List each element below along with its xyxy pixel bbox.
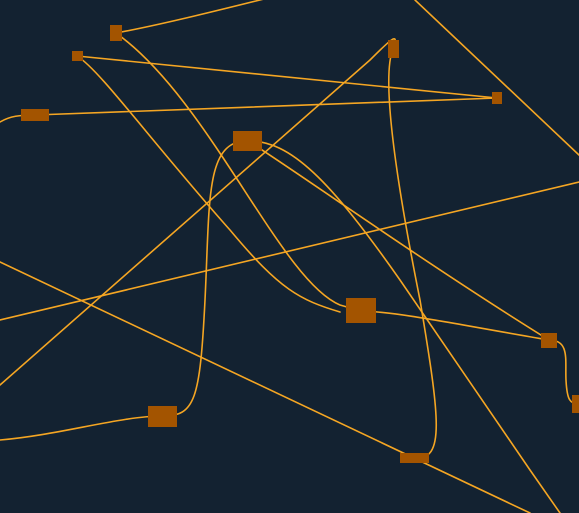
graph-edge[interactable] [0, 415, 164, 441]
graph-node[interactable] [233, 131, 262, 151]
graph-edge[interactable] [414, 0, 579, 156]
graph-node[interactable] [572, 395, 579, 413]
graph-node[interactable] [21, 109, 49, 121]
graph-edge[interactable] [0, 261, 531, 513]
graph-node[interactable] [388, 40, 399, 58]
graph-edge[interactable] [247, 140, 550, 341]
graph-node[interactable] [400, 453, 429, 463]
graph-node[interactable] [72, 51, 83, 61]
graph-node[interactable] [541, 333, 557, 348]
graph-node[interactable] [492, 92, 502, 104]
graph-edge[interactable] [76, 55, 341, 313]
graph-node[interactable] [110, 25, 122, 41]
graph-edge[interactable] [115, 32, 362, 312]
graph-node[interactable] [148, 406, 177, 427]
node-layer [21, 25, 579, 463]
graph-edge[interactable] [247, 140, 561, 513]
graph-edge[interactable] [34, 97, 498, 116]
graph-edge[interactable] [0, 181, 579, 321]
graph-edge[interactable] [388, 48, 438, 459]
graph-node[interactable] [346, 298, 376, 323]
graph-edge[interactable] [115, 0, 300, 34]
graph-edge[interactable] [76, 55, 498, 99]
graph-edge[interactable] [162, 140, 249, 417]
